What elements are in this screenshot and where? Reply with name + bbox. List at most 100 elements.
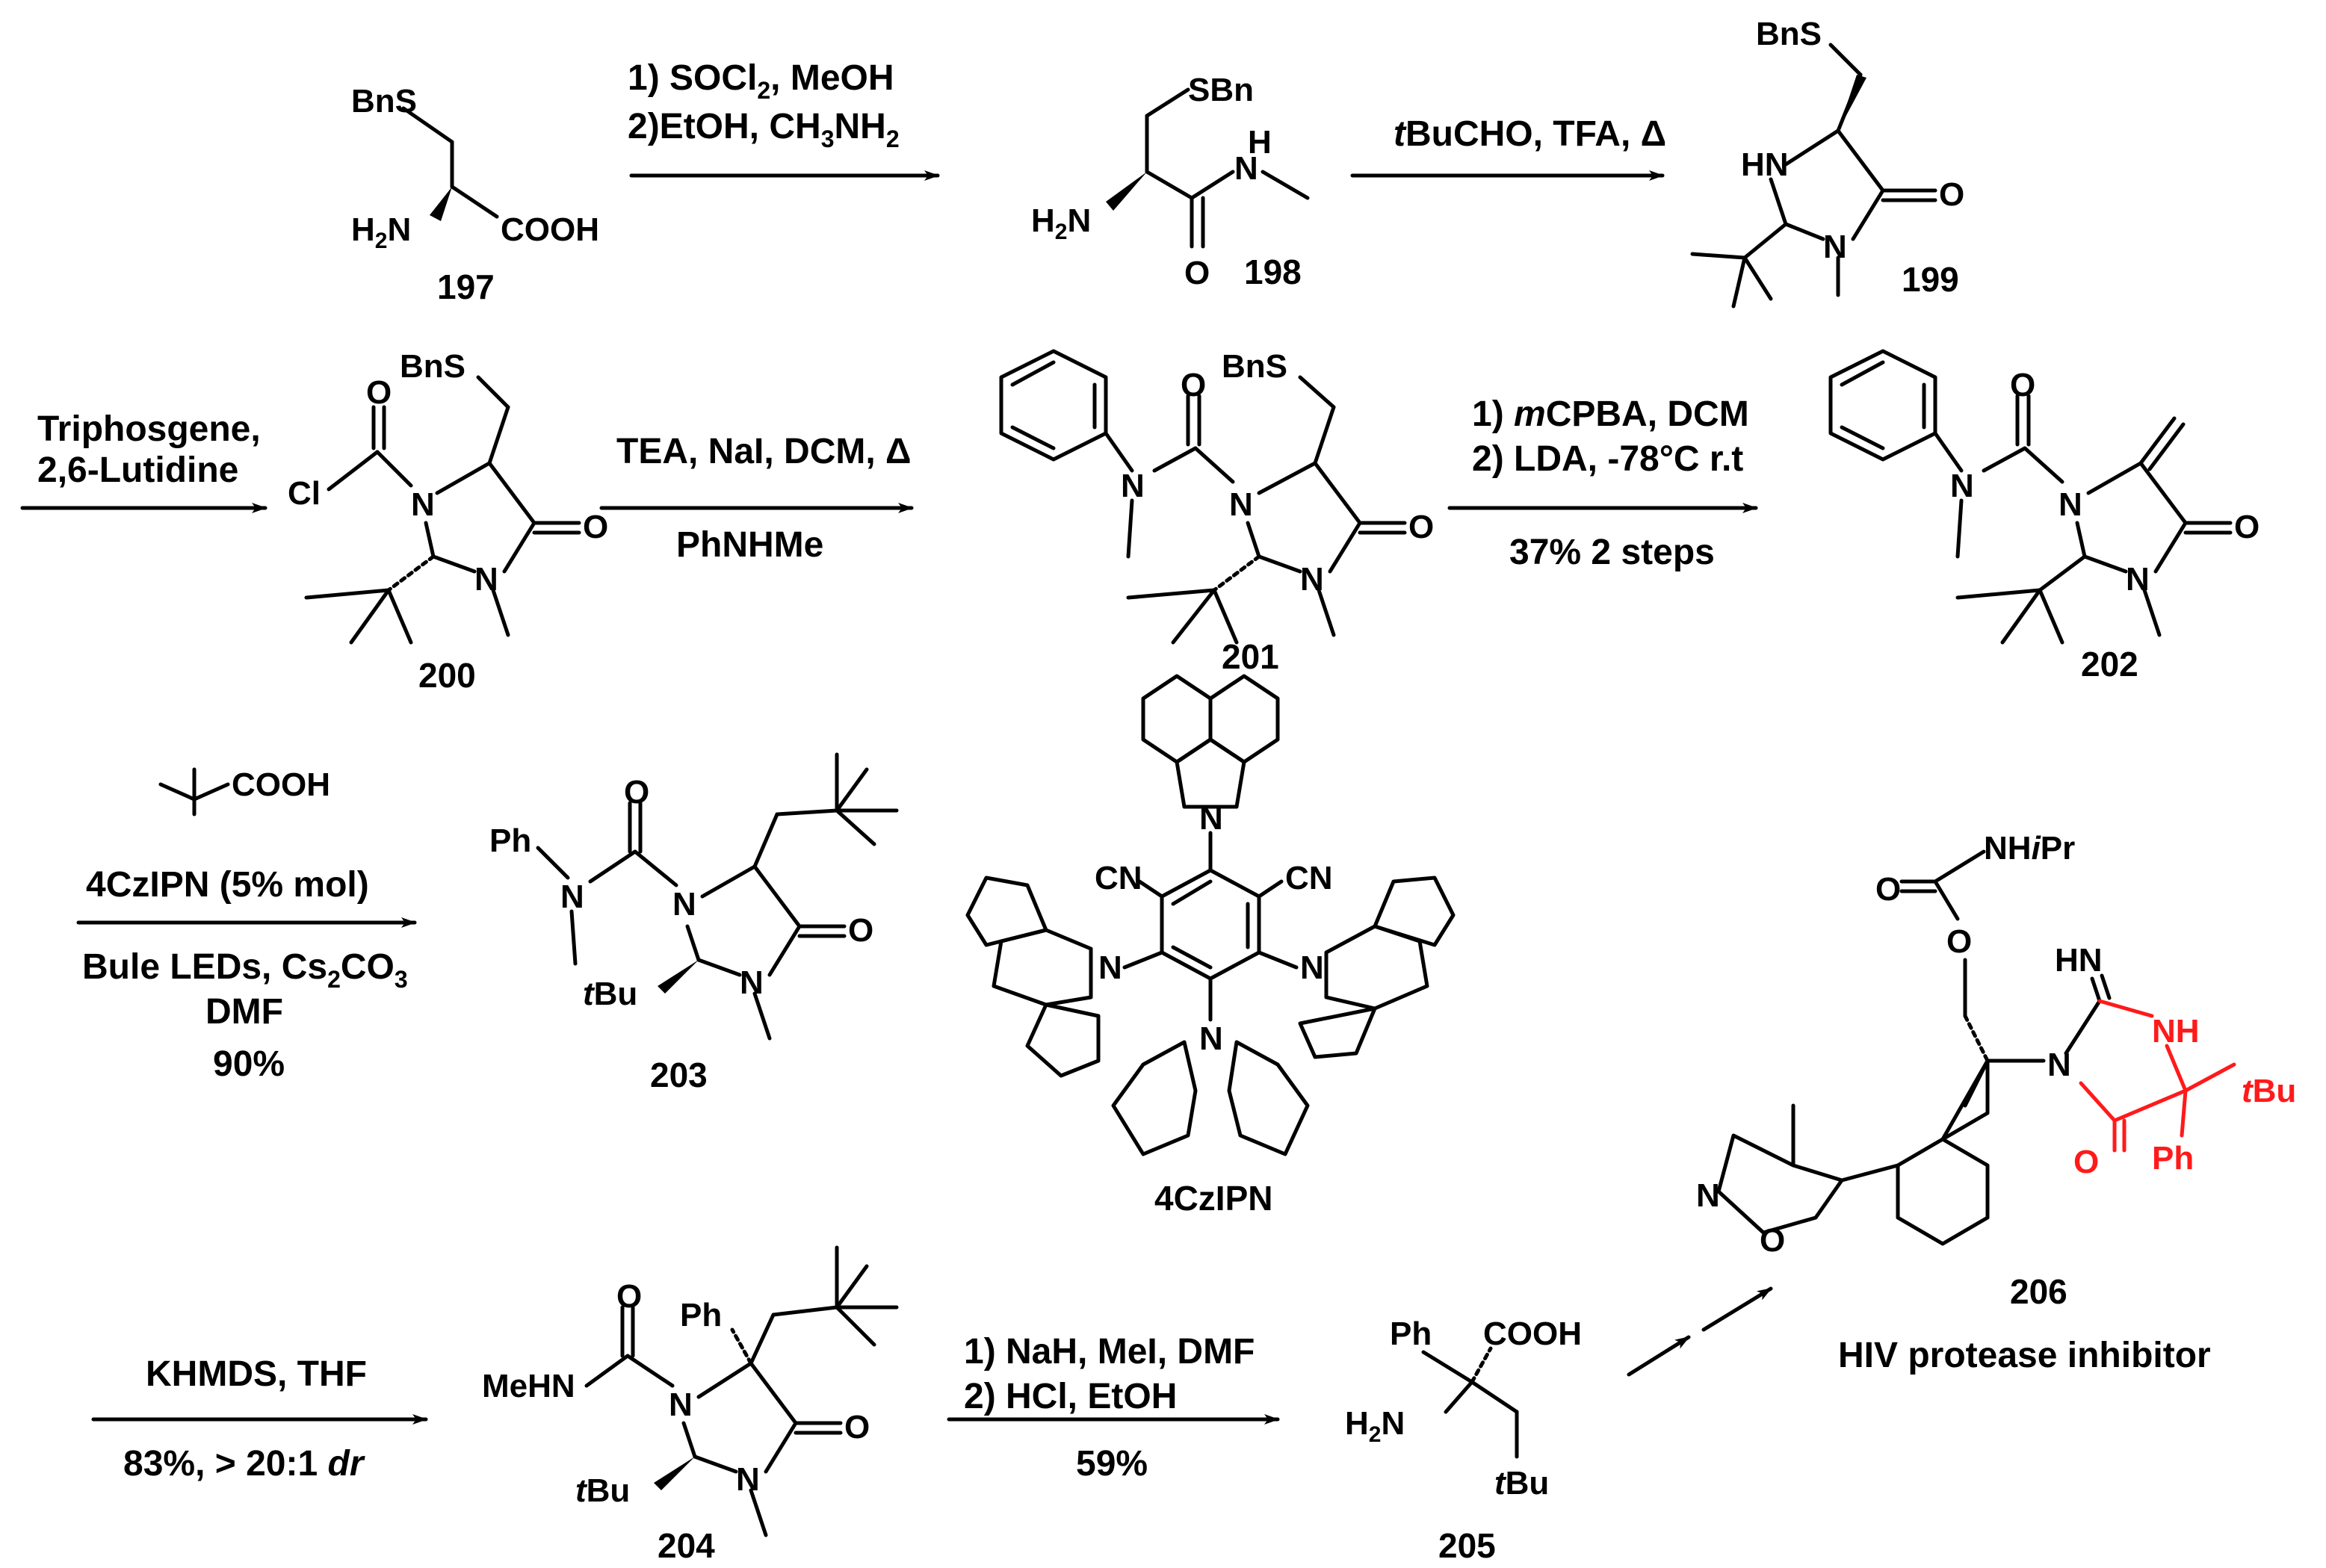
step-2-line1: tBuCHO, TFA, Δ — [1394, 114, 1666, 154]
atom-nh-206: NH — [2152, 1013, 2200, 1050]
atom-hn-199: HN — [1741, 146, 1789, 183]
compound-200: BnS O Cl N O N 200 — [288, 348, 608, 695]
atom-cn-right: CN — [1285, 860, 1333, 896]
atom-cl-200: Cl — [288, 475, 321, 512]
step-5-line2: 2) LDA, -78°C r.t — [1472, 439, 1743, 479]
atom-o-oxazole: O — [1760, 1222, 1785, 1259]
atom-ph-204: Ph — [680, 1297, 722, 1333]
atom-o-206a: O — [1875, 871, 1901, 908]
compound-label-205: 205 — [1438, 1526, 1496, 1565]
atom-cn-left: CN — [1095, 860, 1142, 896]
compound-label-197: 197 — [437, 267, 495, 306]
step-7-line1: KHMDS, THF — [146, 1354, 367, 1394]
atom-o-202a: O — [2010, 367, 2035, 403]
atom-nhipr: NHiPr — [1984, 830, 2075, 867]
atom-bns-199: BnS — [1756, 16, 1822, 52]
atom-o-201a: O — [1181, 367, 1206, 403]
atom-cooh: COOH — [501, 211, 599, 248]
step-8-line3: 59% — [1076, 1444, 1148, 1484]
atom-n-202b: N — [2059, 486, 2082, 523]
catalyst-4czipn: CN CN N N N N 4CzIPN — [965, 674, 1456, 1218]
step-5-line3: 37% 2 steps — [1509, 533, 1715, 572]
atom-o-198: O — [1184, 255, 1210, 291]
compound-label-199: 199 — [1902, 260, 1959, 299]
compound-204: MeHN O N Ph O N tBu 204 — [482, 1245, 899, 1565]
compound-198: SBn H2N O N H 198 — [1031, 72, 1310, 291]
atom-h2n: H2N — [351, 211, 411, 253]
compound-label-203: 203 — [650, 1056, 708, 1094]
atom-ph-206: Ph — [2152, 1140, 2194, 1177]
atom-bns-201: BnS — [1222, 348, 1287, 385]
step-1: 1) SOCl2, MeOH 2)EtOH, CH3NH2 — [628, 58, 940, 181]
multistep-arrow — [1627, 1286, 1773, 1377]
atom-h2n-198: H2N — [1031, 202, 1091, 244]
compound-label-200: 200 — [418, 656, 476, 695]
catalyst-label: 4CzIPN — [1154, 1179, 1272, 1218]
atom-bns: BnS — [351, 83, 417, 120]
compound-label-198: 198 — [1244, 252, 1302, 291]
step-1-line2: 2)EtOH, CH3NH2 — [628, 107, 900, 152]
atom-n-cz-bottom: N — [1199, 1020, 1223, 1057]
atom-tbu-204: tBu — [575, 1472, 630, 1509]
atom-h2n-205: H2N — [1345, 1405, 1405, 1447]
target-label: HIV protease inhibitor — [1838, 1336, 2211, 1375]
step-6-line2: Bule LEDs, Cs2CO3 — [82, 947, 408, 993]
compound-199: BnS HN O N 199 — [1690, 16, 1964, 309]
atom-n-oxazole: N — [1696, 1177, 1720, 1214]
step-6-line3: DMF — [205, 992, 283, 1032]
atom-o-204a: O — [616, 1278, 642, 1315]
atom-o-200a: O — [366, 374, 392, 411]
atom-n-201a: N — [1121, 468, 1145, 504]
atom-n-203a: N — [560, 878, 584, 915]
atom-sbn: SBn — [1188, 72, 1254, 108]
step-6: COOH 4CzIPN (5% mol) Bule LEDs, Cs2CO3 D… — [76, 766, 417, 1084]
atom-ph-205: Ph — [1390, 1316, 1432, 1352]
atom-bns-200: BnS — [400, 348, 465, 385]
atom-o-202b: O — [2234, 509, 2260, 545]
atom-mehn-204: MeHN — [482, 1368, 575, 1404]
atom-n-202a: N — [1950, 468, 1974, 504]
step-5-line1: 1) mCPBA, DCM — [1472, 394, 1749, 434]
atom-n-cz-right: N — [1300, 949, 1324, 986]
compound-201: N O N BnS O N 201 — [999, 348, 1434, 676]
atom-o-204b: O — [844, 1409, 870, 1445]
atom-ph-203: Ph — [489, 822, 531, 859]
step-8-line2: 2) HCl, EtOH — [964, 1377, 1177, 1416]
compound-202: N O N O N 202 — [1828, 349, 2260, 684]
atom-n-204a: N — [669, 1386, 693, 1423]
compound-label-201: 201 — [1222, 637, 1279, 676]
atom-n-198: N — [1234, 150, 1258, 187]
atom-n-200a: N — [411, 486, 435, 523]
step-3-line2: 2,6-Lutidine — [37, 450, 238, 490]
atom-h-198: H — [1248, 124, 1272, 161]
step-1-line1: 1) SOCl2, MeOH — [628, 58, 894, 104]
atom-tbu-206: tBu — [2242, 1073, 2296, 1109]
atom-n-204b: N — [736, 1461, 760, 1498]
atom-o-206b: O — [1946, 923, 1972, 960]
step-5: 1) mCPBA, DCM 2) LDA, -78°C r.t 37% 2 st… — [1447, 394, 1758, 572]
atom-o-199: O — [1939, 176, 1964, 213]
atom-n-203b: N — [672, 886, 696, 923]
atom-hn-imine: HN — [2055, 942, 2103, 979]
compound-203: Ph N O N O N tBu 203 — [489, 752, 899, 1094]
atom-o-206c: O — [2073, 1144, 2099, 1180]
atom-o-203a: O — [624, 774, 649, 811]
atom-n-201b: N — [1229, 486, 1253, 523]
step-6-reagent: COOH — [232, 766, 330, 803]
atom-tbu-203: tBu — [583, 976, 637, 1012]
step-3-line1: Triphosgene, — [37, 409, 261, 449]
compound-label-202: 202 — [2081, 645, 2138, 684]
atom-o-203b: O — [848, 912, 873, 949]
step-4-line2: PhNHMe — [676, 525, 823, 565]
step-2: tBuCHO, TFA, Δ — [1350, 114, 1666, 181]
compound-label-206: 206 — [2010, 1272, 2067, 1311]
atom-n-203c: N — [740, 964, 764, 1001]
atom-tbu-205: tBu — [1494, 1465, 1549, 1502]
compound-206: NHiPr O O N HN NH tBu Ph O N O — [1696, 830, 2296, 1375]
compound-label-204: 204 — [658, 1526, 715, 1565]
compound-197: BnS H2N COOH 197 — [351, 83, 599, 306]
step-3: Triphosgene, 2,6-Lutidine — [20, 409, 267, 513]
step-7-line2: 83%, > 20:1 dr — [123, 1444, 365, 1484]
step-6-line4: 90% — [213, 1044, 285, 1084]
